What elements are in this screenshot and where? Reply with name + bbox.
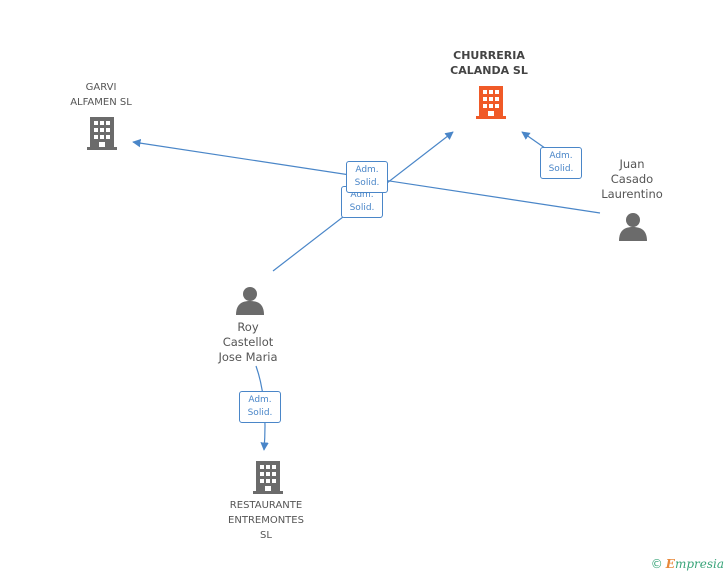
building-icon[interactable] xyxy=(253,461,283,494)
node-label-roy[interactable]: Roy Castellot Jose Maria xyxy=(218,320,278,364)
node-label-churreria[interactable]: CHURRERIA CALANDA SL xyxy=(450,49,528,77)
copyright-icon: © xyxy=(650,557,663,571)
node-label-juan[interactable]: Juan Casado Laurentino xyxy=(601,157,663,201)
person-icon[interactable] xyxy=(619,213,647,241)
building-icon[interactable] xyxy=(476,86,506,119)
edge-label-roy-restaurante[interactable]: Adm. Solid. xyxy=(239,391,281,423)
building-icon[interactable] xyxy=(87,117,117,150)
edge-label-juan-churreria[interactable]: Adm. Solid. xyxy=(540,147,582,179)
person-icon[interactable] xyxy=(236,287,264,315)
node-label-restaurante[interactable]: RESTAURANTE ENTREMONTES SL xyxy=(228,500,304,541)
node-label-garvi[interactable]: GARVI ALFAMEN SL xyxy=(70,82,132,108)
empresia-logo[interactable]: ©Empresia xyxy=(650,557,724,571)
edge-label-juan-garvi[interactable]: Adm. Solid. xyxy=(346,161,388,193)
